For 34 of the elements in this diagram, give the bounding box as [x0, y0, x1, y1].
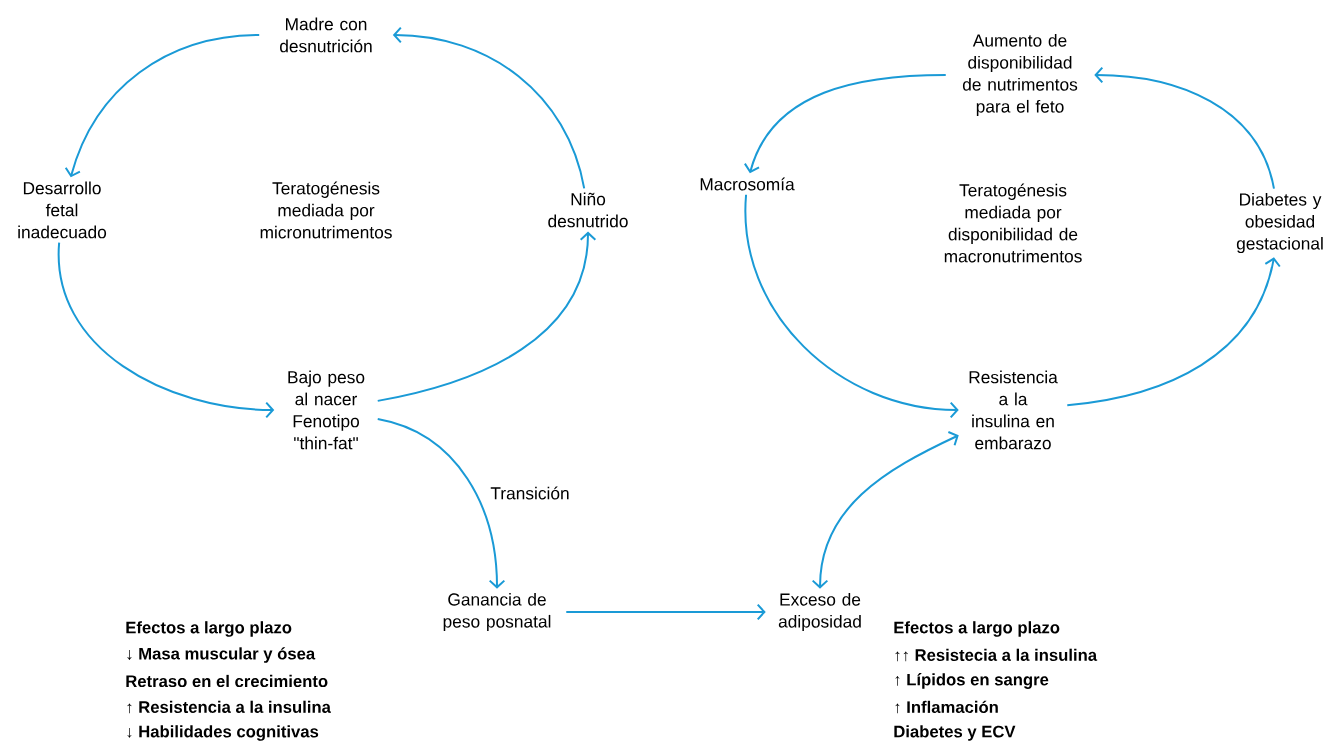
curved-arrow: [744, 193, 959, 419]
curved-arrow: [58, 241, 275, 419]
edge-label: Transición: [489, 485, 571, 501]
center-label: Teratogénesis mediada por disponibilidad de macronutrimentos: [944, 183, 1082, 263]
effect-item: ↑ Inflamación: [895, 700, 998, 714]
effect-item: ↓ Habilidades cognitivas: [127, 725, 319, 741]
stage-text: Ganancia de peso posnatal: [443, 592, 551, 632]
stage-text: Madre con desnutrición: [280, 17, 372, 53]
stage-text: Resistencia a la insulina en embarazo: [969, 370, 1058, 450]
curved-arrow: [811, 431, 959, 589]
stage-text: Bajo peso al nacer Fenotipo "thin-fat": [288, 370, 365, 450]
stage-text: Diabetes y obesidad gestacional: [1236, 192, 1323, 254]
center-label: Teratogénesis mediada por micronutrimentos: [260, 181, 392, 239]
curved-arrow: [565, 603, 766, 621]
stage-text: Exceso de adiposidad: [778, 592, 861, 632]
curved-arrow: [64, 34, 261, 178]
effect-item: ↑ Resistencia a la insulina: [127, 700, 331, 714]
stage-text: Niño desnutrido: [548, 192, 628, 228]
stage-text: Macrosomía: [700, 177, 795, 191]
effect-item: ↓ Masa muscular y ósea: [127, 647, 316, 663]
stage-text: Desarrollo fetal inadecuado: [18, 181, 107, 239]
effect-item: Efectos a largo plazo: [894, 621, 1060, 637]
curved-arrow: [376, 418, 506, 589]
effect-item: Retraso en el crecimiento: [126, 674, 328, 688]
curved-arrow: [376, 231, 597, 402]
effect-item: Diabetes y ECV: [894, 725, 1016, 741]
effect-item: ↑ Lípidos en sangre: [895, 673, 1049, 689]
effect-item: ↑↑ Resistecia a la insulina: [895, 648, 1098, 662]
stage-text: Aumento de disponibilidad de nutrimentos para el feto: [962, 33, 1078, 117]
effect-item: Efectos a largo plazo: [126, 621, 292, 637]
curved-arrow: [1094, 66, 1275, 190]
curved-arrow: [392, 26, 586, 190]
curved-arrow: [1066, 257, 1281, 407]
curved-arrow: [743, 74, 947, 174]
